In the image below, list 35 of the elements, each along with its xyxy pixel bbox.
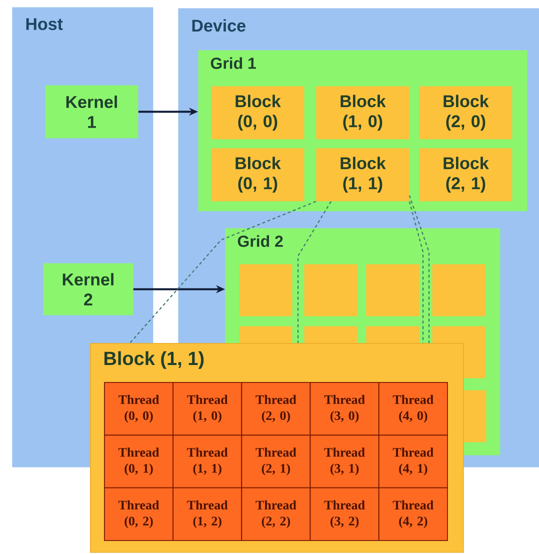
- thread-cell: Thread (2, 0): [241, 382, 311, 436]
- empty-block-box: [239, 264, 292, 316]
- empty-block-box: [463, 390, 486, 442]
- thread-cell: Thread (1, 0): [172, 382, 242, 436]
- thread-cell: Thread (0, 1): [104, 434, 174, 488]
- empty-block-box: [366, 264, 420, 316]
- empty-block-box: [366, 326, 420, 344]
- thread-cell: Thread (4, 0): [378, 382, 448, 436]
- thread-cell: Thread (1, 1): [172, 434, 242, 488]
- block-box: Block (0, 1): [211, 148, 304, 202]
- thread-cell: Thread (1, 2): [172, 487, 242, 541]
- thread-cell: Thread (3, 0): [310, 382, 380, 436]
- thread-cell: Thread (2, 2): [241, 487, 311, 541]
- block-box: Block (1, 0): [316, 86, 410, 140]
- dashed-line: [297, 201, 332, 343]
- dashed-line: [408, 201, 424, 343]
- empty-block-box: [239, 326, 292, 344]
- block-box: Block (1, 1): [316, 148, 410, 202]
- thread-cell: Thread (0, 0): [104, 382, 174, 436]
- thread-cell: Thread (3, 2): [310, 487, 380, 541]
- empty-block-box: [304, 264, 358, 316]
- block-box: Block (2, 1): [419, 148, 512, 202]
- thread-cell: Thread (3, 1): [310, 434, 380, 488]
- kernel-box: Kernel 1: [45, 85, 138, 138]
- dashed-line: [408, 195, 430, 343]
- dashed-line: [130, 200, 316, 344]
- thread-cell: Thread (4, 2): [378, 487, 448, 541]
- block-box: Block (0, 0): [211, 86, 304, 140]
- kernel-box: Kernel 2: [43, 263, 134, 316]
- block-box: Block (2, 0): [419, 86, 512, 140]
- empty-block-box: [304, 326, 358, 344]
- thread-cell: Thread (2, 1): [241, 434, 311, 488]
- thread-cell: Thread (4, 1): [378, 434, 448, 488]
- thread-cell: Thread (0, 2): [104, 487, 174, 541]
- empty-block-box: [432, 264, 486, 316]
